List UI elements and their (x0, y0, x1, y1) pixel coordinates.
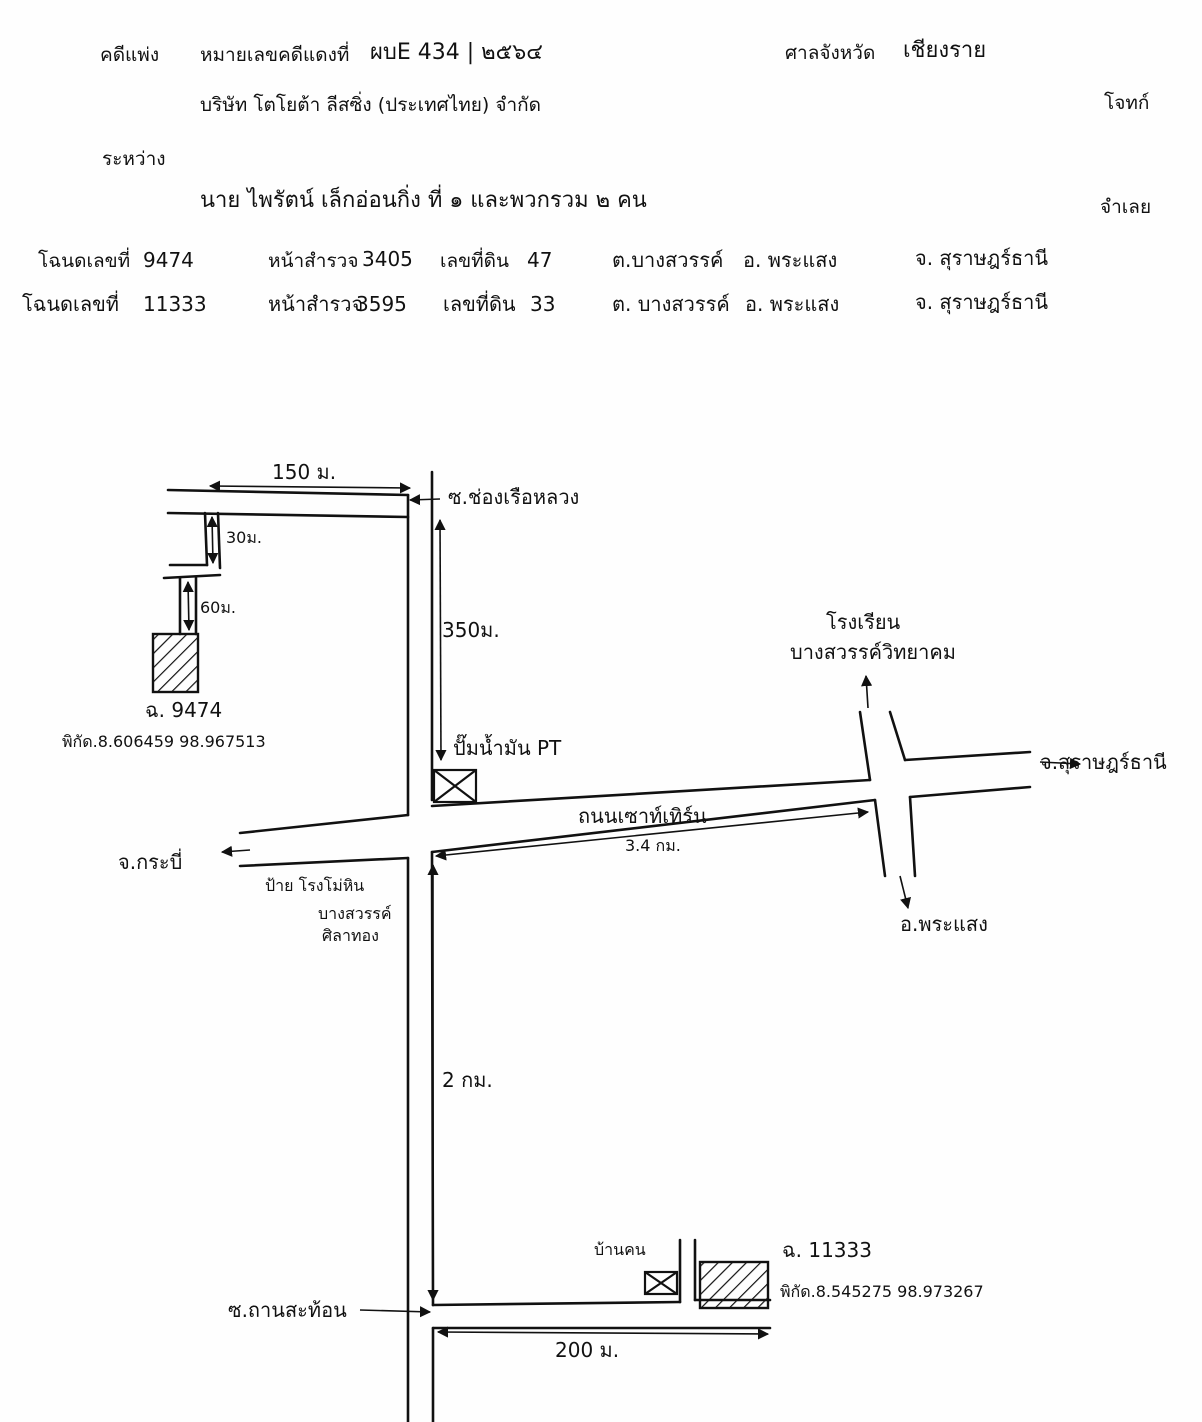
to-phrasaeng-label: อ.พระแสง (900, 912, 988, 936)
deed1-survey-label: หน้าสำรวจ (268, 250, 359, 272)
deed1-land: 47 (527, 248, 553, 272)
court-label: ศาลจังหวัด (785, 42, 876, 64)
dim-34-arrow (434, 807, 870, 861)
dist-150-label: 150 ม. (272, 460, 337, 484)
plaintiff-role: โจทก์ (1104, 92, 1150, 114)
deed2-tambon: ต. บางสวรรค์ (612, 292, 730, 316)
quarry-sign-line3: ศิลาทอง (322, 926, 379, 945)
deed2-province: จ. สุราษฎร์ธานี (915, 290, 1049, 314)
deed1-survey: 3405 (362, 247, 413, 271)
deed1-province: จ. สุราษฎร์ธานี (915, 246, 1049, 270)
to-krabi-label: จ.กระบี่ (118, 850, 183, 874)
deed2-land-label: เลขที่ดิน (443, 292, 516, 316)
to-school-arrow (861, 674, 873, 709)
gas-station-icon (432, 768, 478, 804)
school-name-line2: บางสวรรค์วิทยาคม (790, 640, 956, 664)
house-icon (643, 1270, 679, 1296)
dim-200-arrow (436, 1326, 770, 1340)
soi-top-pointer (408, 494, 441, 506)
plot1-coordinates: พิกัด.8.606459 98.967513 (62, 732, 266, 751)
to-surat-arrow (1039, 757, 1082, 770)
dist-30-label: 30ม. (226, 528, 262, 547)
soi-bottom-pointer (359, 1306, 432, 1318)
soi-top-label: ซ.ช่องเรือหลวง (448, 485, 580, 509)
dim-60-arrow (182, 580, 195, 632)
highway-name: ถนนเซาท์เทิร์น (578, 804, 707, 828)
quarry-sign-line2: บางสวรรค์ (318, 904, 392, 923)
deed2-land: 33 (530, 292, 556, 316)
dim-150-arrow (208, 480, 412, 494)
dist-2km-label: 2 กม. (442, 1068, 493, 1092)
cross-road-edge-4 (908, 795, 917, 878)
deed2-amphoe: อ. พระแสง (745, 292, 840, 316)
plot-11333-hatched (698, 1260, 770, 1310)
soi-top-upper-edge (166, 488, 410, 497)
plot2-deed-label: ฉ. 11333 (782, 1238, 872, 1262)
house-label: บ้านคน (594, 1240, 646, 1259)
deed1-amphoe: อ. พระแสง (743, 248, 838, 272)
to-surat-label: จ.สุราษฎร์ธานี (1040, 750, 1167, 774)
deed2-survey-label: หน้าสำรวจ (268, 292, 364, 316)
case-number-label: หมายเลขคดีแดงที่ (200, 44, 350, 66)
deed1-number: 9474 (143, 248, 194, 272)
school-name-line1: โรงเรียน (826, 610, 901, 634)
cross-road-edge-2 (888, 710, 907, 762)
to-phrasaeng-arrow (899, 875, 911, 910)
between-label: ระหว่าง (102, 148, 166, 170)
lane-edge-3 (216, 511, 222, 570)
dist-200-label: 200 ม. (555, 1338, 620, 1362)
plot-9474-hatched (151, 632, 200, 694)
deed2-label: โฉนดเลขที่ (22, 292, 119, 316)
deed1-tambon: ต.บางสวรรค์ (612, 248, 724, 272)
dim-350-arrow (434, 518, 447, 762)
deed2-survey: 3595 (356, 292, 407, 316)
deed2-number: 11333 (143, 292, 207, 316)
quarry-sign-line1: ป้าย โรงโม่หิน (265, 876, 365, 895)
case-type: คดีแพ่ง (100, 44, 160, 66)
to-krabi-arrow (220, 845, 251, 857)
case-number-value: ผบE 434 | ๒๕๖๔ (370, 40, 543, 65)
gas-station-label: ปั๊มน้ำมัน PT (453, 736, 562, 760)
lane-edge-4 (162, 573, 222, 580)
cross-road-edge-3 (873, 798, 887, 878)
cross-road-edge-1 (858, 710, 872, 782)
dist-350-label: 350ม. (442, 618, 500, 642)
plot2-coordinates: พิกัด.8.545275 98.973267 (780, 1282, 984, 1301)
soi-bottom-label: ซ.ถานสะท้อน (228, 1298, 347, 1322)
highway-north-right (430, 778, 872, 808)
dim-30-arrow (206, 515, 219, 565)
soi-bottom-upper-edge (431, 1300, 682, 1307)
deed1-label: โฉนดเลขที่ (38, 250, 131, 272)
dist-60-label: 60ม. (200, 598, 236, 617)
court-value: เชียงราย (903, 38, 987, 63)
highway-south-far (908, 785, 1032, 799)
highway-north-left (238, 813, 410, 835)
lane-edge-1 (203, 511, 209, 567)
dist-34-label: 3.4 กม. (625, 836, 681, 855)
deed1-land-label: เลขที่ดิน (440, 250, 509, 272)
plot1-deed-label: ฉ. 9474 (145, 698, 223, 722)
defendant-role: จำเลย (1100, 196, 1152, 218)
highway-north-far (903, 750, 1032, 762)
plaintiff-name: บริษัท โตโยต้า ลีสซิ่ง (ประเทศไทย) จำกัด (200, 94, 542, 116)
soi-top-lower-edge (166, 511, 410, 519)
highway-south-left (238, 856, 410, 868)
defendant-name: นาย ไพรัตน์ เล็กอ่อนกิ่ง ที่ ๑ และพวกรวม… (200, 188, 647, 213)
